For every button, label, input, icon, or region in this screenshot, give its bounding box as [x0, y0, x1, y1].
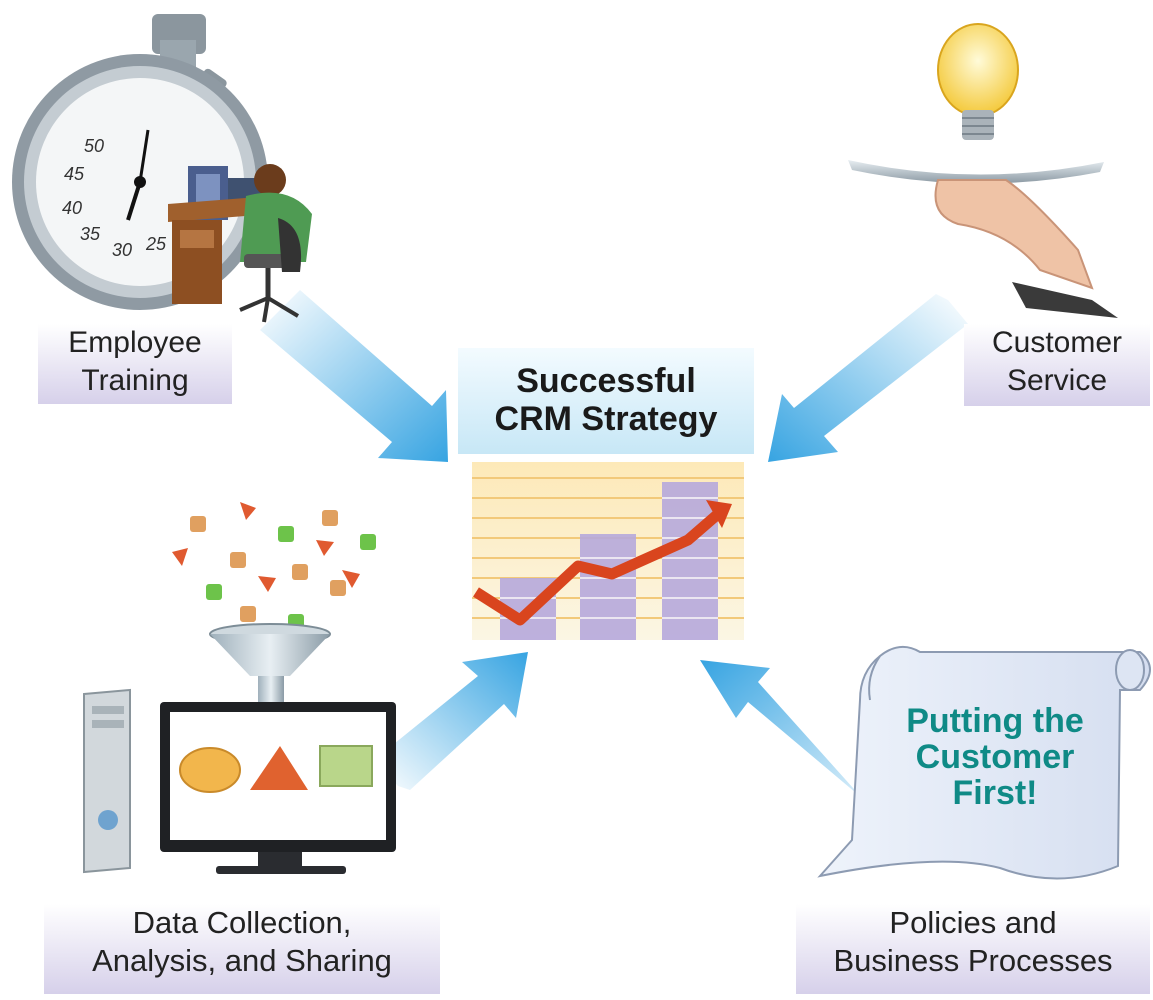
- square-shape: [319, 745, 373, 787]
- arrow-customer-service: [768, 294, 968, 462]
- stopwatch-number-50: 50: [84, 136, 104, 156]
- scroll-message: Putting the Customer First!: [864, 703, 1126, 811]
- customer-service-line-1: Customer: [991, 326, 1123, 359]
- employee-training-label: Employee Training: [38, 324, 232, 404]
- trend-arrow: [473, 509, 722, 626]
- chart-bar-3: [662, 482, 718, 640]
- scroll-line-3: First!: [952, 774, 1038, 812]
- chart-bar-2: [580, 534, 636, 640]
- scroll-icon: [817, 645, 1151, 880]
- policies-line-1: Policies and: [889, 905, 1057, 940]
- data-collection-line-1: Data Collection,: [132, 905, 352, 940]
- crm-strategy-title: Successful CRM Strategy: [458, 348, 754, 454]
- triangle-shape: [250, 746, 308, 790]
- funnel-icon: [209, 623, 331, 710]
- scroll-line-2: Customer: [915, 738, 1075, 776]
- computer-tower-icon: [83, 688, 131, 874]
- stopwatch-icon: 50 45 40 35 30 25: [12, 14, 268, 310]
- oval-shape: [179, 747, 241, 793]
- customer-service-line-2: Service: [1006, 364, 1108, 397]
- title-line-2: CRM Strategy: [494, 400, 718, 438]
- title-line-1: Successful: [516, 362, 696, 400]
- stopwatch-number-40: 40: [62, 198, 82, 218]
- data-particles-icon: [172, 502, 376, 630]
- stopwatch-number-45: 45: [64, 164, 85, 184]
- growth-chart: [472, 462, 744, 640]
- employee-training-line-2: Training: [81, 364, 189, 397]
- policies-label: Policies and Business Processes: [796, 904, 1150, 994]
- stopwatch-number-25: 25: [145, 234, 167, 254]
- monitor-icon: [160, 702, 396, 874]
- data-collection-label: Data Collection, Analysis, and Sharing: [44, 904, 440, 994]
- employee-training-line-1: Employee: [68, 326, 202, 359]
- arrow-data-collection: [374, 652, 528, 790]
- arrow-employee-training: [260, 290, 448, 462]
- stopwatch-number-30: 30: [112, 240, 132, 260]
- scroll-line-1: Putting the: [906, 702, 1084, 740]
- employee-at-desk-icon: [168, 164, 312, 323]
- lightbulb-on-tray-icon: [848, 23, 1118, 318]
- customer-service-label: Customer Service: [964, 324, 1150, 406]
- arrow-policies: [700, 660, 900, 830]
- data-collection-line-2: Analysis, and Sharing: [92, 943, 392, 978]
- stopwatch-number-35: 35: [80, 224, 101, 244]
- policies-line-2: Business Processes: [833, 943, 1113, 978]
